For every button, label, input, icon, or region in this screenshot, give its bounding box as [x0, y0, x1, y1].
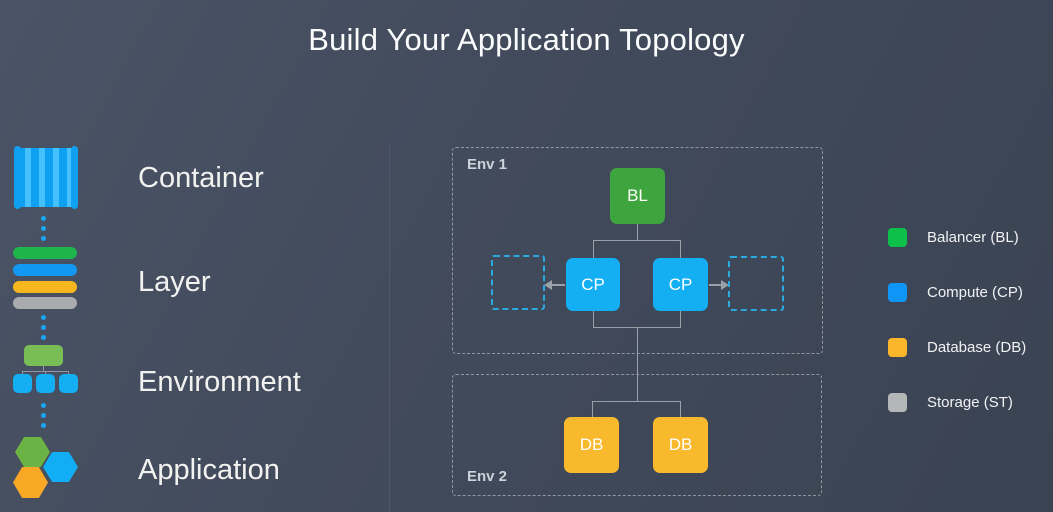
- database-swatch: [888, 337, 907, 357]
- env1-label: Env 1: [467, 156, 508, 173]
- layer-bar-blue: [13, 264, 77, 276]
- placeholder-slot-left[interactable]: [491, 255, 545, 310]
- scale-left-arrow-shaft: [551, 284, 565, 286]
- application-icon: [13, 437, 79, 499]
- layer-bar-yellow: [13, 281, 77, 293]
- balancer-swatch: [888, 227, 907, 247]
- legend-item-database: Database (DB): [888, 337, 1026, 357]
- environment-icon-node: [36, 374, 55, 393]
- compute-node-right[interactable]: CP: [653, 258, 708, 311]
- page-title: Build Your Application Topology: [308, 22, 745, 57]
- storage-swatch: [888, 392, 907, 412]
- environment-icon-node: [59, 374, 78, 393]
- legend-label: Storage (ST): [927, 393, 1013, 411]
- container-icon-cap-left: [14, 146, 21, 209]
- dotted-connector: [41, 216, 46, 246]
- balancer-node[interactable]: BL: [610, 168, 665, 224]
- vertical-divider: [389, 143, 390, 512]
- legend-label: Compute (CP): [927, 283, 1023, 301]
- database-node-left[interactable]: DB: [564, 417, 619, 473]
- environment-icon-root: [24, 345, 63, 366]
- layer-bar-gray: [13, 297, 77, 309]
- scale-right-arrow-head: [721, 280, 729, 290]
- legend-item-balancer: Balancer (BL): [888, 227, 1019, 247]
- sidebar-item-container: Container: [138, 162, 264, 194]
- compute-swatch: [888, 282, 907, 302]
- placeholder-slot-right[interactable]: [728, 256, 784, 311]
- scale-right-arrow-shaft: [709, 284, 723, 286]
- legend-label: Database (DB): [927, 338, 1027, 356]
- env2-label: Env 2: [467, 468, 508, 485]
- legend-item-compute: Compute (CP): [888, 282, 1023, 302]
- sidebar-item-environment: Environment: [138, 366, 301, 398]
- compute-node-left[interactable]: CP: [566, 258, 620, 311]
- database-node-right[interactable]: DB: [653, 417, 708, 473]
- dotted-connector: [41, 403, 46, 433]
- dotted-connector: [41, 315, 46, 345]
- application-hex-blue: [43, 452, 78, 482]
- application-hex-green: [15, 437, 50, 467]
- environment-icon-node: [13, 374, 32, 393]
- container-icon-cap-right: [71, 146, 78, 209]
- environment-icon: [13, 345, 79, 394]
- legend-label: Balancer (BL): [927, 228, 1019, 246]
- application-hex-yellow: [13, 467, 48, 498]
- scale-left-arrow-head: [544, 280, 552, 290]
- sidebar-item-layer: Layer: [138, 266, 211, 298]
- container-icon: [14, 146, 78, 209]
- sidebar-item-application: Application: [138, 454, 280, 486]
- legend-item-storage: Storage (ST): [888, 392, 1013, 412]
- layer-icon: [13, 247, 77, 309]
- layer-bar-green: [13, 247, 77, 259]
- container-icon-body: [17, 148, 75, 207]
